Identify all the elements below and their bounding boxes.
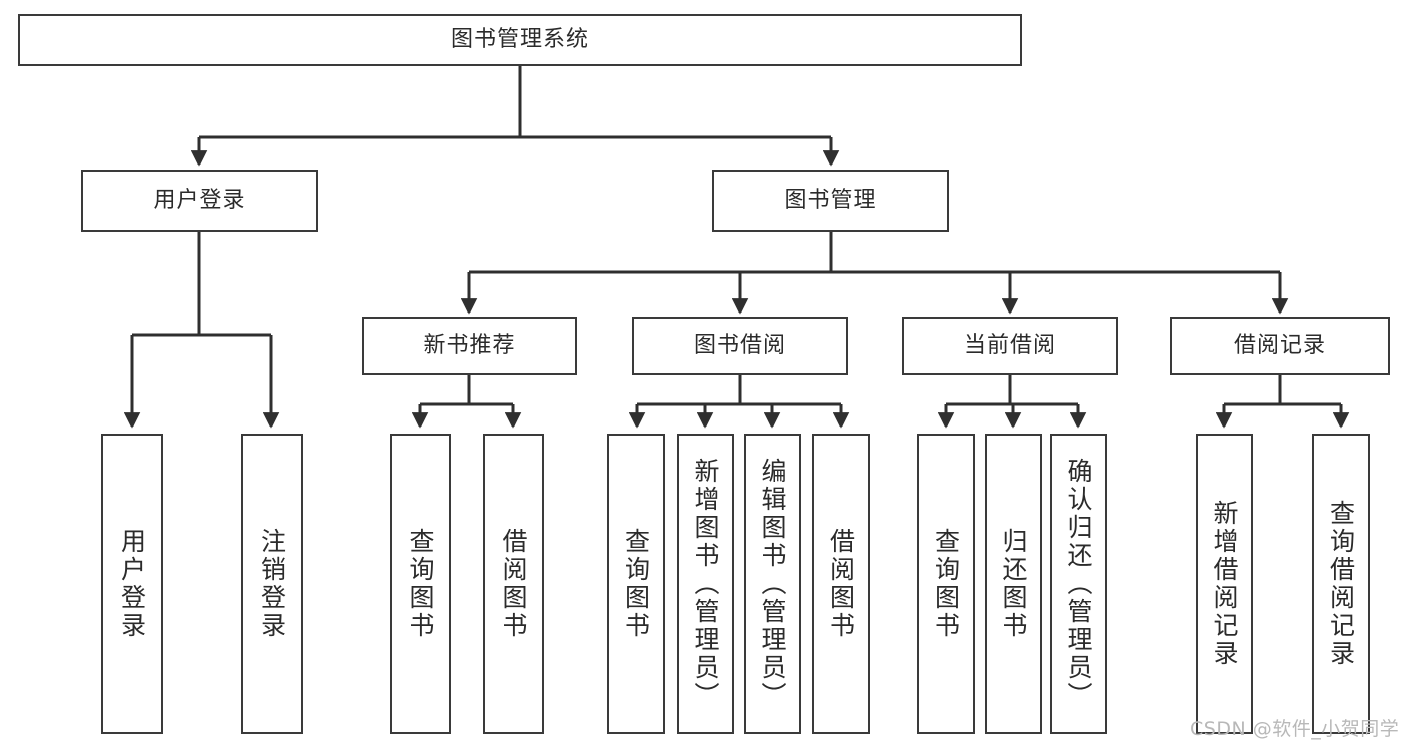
leaf-user-login-logout[interactable]: 注销登录	[241, 434, 303, 734]
node-root-system[interactable]: 图书管理系统	[18, 14, 1022, 66]
node-current-borrow[interactable]: 当前借阅	[902, 317, 1118, 375]
leaf-user-login-login[interactable]: 用户登录	[101, 434, 163, 734]
node-borrow-record[interactable]: 借阅记录	[1170, 317, 1390, 375]
leaf-currentborrow-confirm-return[interactable]: 确认归还（管理员）	[1050, 434, 1107, 734]
node-current-borrow-label: 当前借阅	[963, 333, 1056, 359]
leaf-newbook-borrow-book[interactable]: 借阅图书	[483, 434, 544, 734]
node-user-login[interactable]: 用户登录	[81, 170, 318, 232]
leaf-bookborrow-borrow-book[interactable]: 借阅图书	[812, 434, 870, 734]
leaf-bookborrow-query-book-label: 查询图书	[621, 528, 651, 640]
leaf-borrowrecord-query-record-label: 查询借阅记录	[1326, 500, 1356, 668]
leaf-bookborrow-query-book[interactable]: 查询图书	[607, 434, 665, 734]
node-new-book-recommend-label: 新书推荐	[423, 333, 516, 359]
leaf-newbook-query-book-label: 查询图书	[406, 528, 435, 640]
node-book-borrow-label: 图书借阅	[693, 333, 786, 359]
leaf-currentborrow-query-book-label: 查询图书	[931, 528, 961, 640]
leaf-currentborrow-return-book[interactable]: 归还图书	[985, 434, 1042, 734]
node-book-borrow[interactable]: 图书借阅	[632, 317, 848, 375]
leaf-currentborrow-query-book[interactable]: 查询图书	[917, 434, 975, 734]
leaf-bookborrow-borrow-book-label: 借阅图书	[826, 528, 856, 640]
node-book-management-label: 图书管理	[784, 188, 877, 214]
node-book-management[interactable]: 图书管理	[712, 170, 949, 232]
leaf-bookborrow-add-book-label: 新增图书（管理员）	[691, 458, 720, 710]
leaf-borrowrecord-add-record-label: 新增借阅记录	[1210, 500, 1239, 668]
leaf-borrowrecord-query-record[interactable]: 查询借阅记录	[1312, 434, 1370, 734]
leaf-user-login-logout-label: 注销登录	[257, 528, 287, 640]
csdn-watermark: CSDN @软件_小贺同学	[1190, 718, 1400, 740]
node-new-book-recommend[interactable]: 新书推荐	[362, 317, 577, 375]
leaf-user-login-login-label: 用户登录	[117, 528, 147, 640]
leaf-borrowrecord-add-record[interactable]: 新增借阅记录	[1196, 434, 1253, 734]
node-borrow-record-label: 借阅记录	[1233, 333, 1326, 359]
node-root-system-label: 图书管理系统	[450, 27, 589, 53]
leaf-newbook-query-book[interactable]: 查询图书	[390, 434, 451, 734]
leaf-currentborrow-return-book-label: 归还图书	[999, 528, 1028, 640]
leaf-currentborrow-confirm-return-label: 确认归还（管理员）	[1064, 458, 1093, 710]
node-user-login-label: 用户登录	[153, 188, 246, 214]
leaf-newbook-borrow-book-label: 借阅图书	[499, 528, 528, 640]
leaf-bookborrow-edit-book[interactable]: 编辑图书（管理员）	[744, 434, 801, 734]
leaf-bookborrow-edit-book-label: 编辑图书（管理员）	[758, 458, 787, 710]
leaf-bookborrow-add-book[interactable]: 新增图书（管理员）	[677, 434, 734, 734]
